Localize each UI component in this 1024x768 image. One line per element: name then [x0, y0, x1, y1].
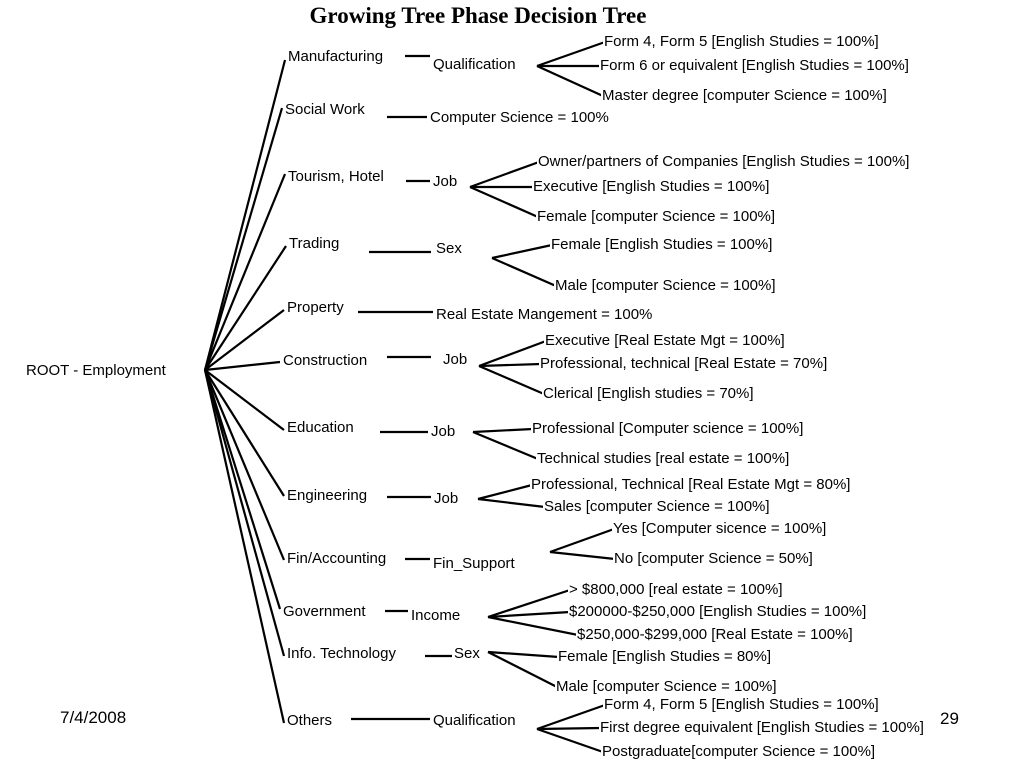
leaf-node: Executive [Real Estate Mgt = 100%] — [544, 332, 786, 349]
leaf-node: No [computer Science = 50%] — [613, 550, 814, 567]
leaf-node: > $800,000 [real estate = 100%] — [568, 581, 784, 598]
leaf-node: Technical studies [real estate = 100%] — [536, 450, 791, 467]
leaf-connector — [549, 527, 615, 554]
leaf-connector — [491, 256, 557, 288]
leaf-node: Postgraduate[computer Science = 100%] — [601, 743, 877, 760]
leaf-node: Clerical [English studies = 70%] — [542, 385, 755, 402]
root-branch-line — [203, 369, 282, 610]
attribute-node: Qualification — [432, 712, 517, 729]
leaf-connector — [487, 615, 579, 637]
leaf-node: Yes [Computer sicence = 100%] — [612, 520, 828, 537]
leaf-connector — [478, 339, 547, 368]
leaf-connector — [536, 703, 606, 731]
root-branch-line — [203, 369, 286, 657]
leaf-node: Form 6 or equivalent [English Studies = … — [599, 57, 910, 74]
leaf-connector — [478, 362, 542, 368]
leaf-node: Sales [computer Science = 100%] — [543, 498, 771, 515]
root-branch-line — [203, 173, 287, 371]
leaf-connector — [487, 650, 560, 659]
leaf-connector — [477, 497, 546, 509]
page-title: Growing Tree Phase Decision Tree — [309, 3, 647, 28]
leaf-connector — [469, 160, 540, 189]
attribute-node: Job — [442, 351, 469, 368]
root-node: ROOT - Employment — [25, 362, 167, 379]
root-branch-line — [203, 107, 284, 371]
root-branch-line — [203, 59, 287, 371]
footer-page-number: 29 — [940, 709, 959, 728]
sector-node: Property — [286, 299, 345, 316]
root-branch-line — [203, 369, 286, 724]
attribute-node: Job — [430, 423, 457, 440]
leaf-node: Professional, technical [Real Estate = 7… — [539, 355, 829, 372]
leaf-node: Owner/partners of Companies [English Stu… — [537, 153, 911, 170]
attribute-node: Computer Science = 100% — [429, 109, 610, 126]
leaf-node: Form 4, Form 5 [English Studies = 100%] — [603, 696, 880, 713]
sector-node: Tourism, Hotel — [287, 168, 385, 185]
leaf-connector — [478, 364, 545, 396]
attribute-node: Qualification — [432, 56, 517, 73]
leaf-connector — [487, 588, 571, 619]
leaf-connector — [549, 550, 616, 561]
leaf-connector — [536, 727, 604, 754]
leaf-node: Form 4, Form 5 [English Studies = 100%] — [603, 33, 880, 50]
leaf-node: $250,000-$299,000 [Real Estate = 100%] — [576, 626, 854, 643]
attribute-node: Job — [433, 490, 460, 507]
attribute-node: Sex — [435, 240, 463, 257]
leaf-node: Professional [Computer science = 100%] — [531, 420, 805, 437]
root-branch-line — [203, 369, 286, 561]
leaf-connector — [469, 185, 539, 219]
sector-node: Fin/Accounting — [286, 550, 388, 567]
leaf-connector — [487, 610, 571, 619]
leaf-connector — [536, 40, 606, 68]
root-branch-line — [204, 309, 285, 371]
sector-node: Social Work — [284, 101, 366, 118]
leaf-connector — [491, 243, 553, 260]
leaf-node: $200000-$250,000 [English Studies = 100%… — [568, 603, 868, 620]
root-branch-line — [204, 369, 285, 431]
sector-node: Education — [286, 419, 355, 436]
leaf-node: Female [computer Science = 100%] — [536, 208, 777, 225]
sector-node: Engineering — [286, 487, 369, 504]
leaf-node: Executive [English Studies = 100%] — [532, 178, 771, 195]
attribute-node: Sex — [453, 645, 481, 662]
root-branch-line — [204, 245, 287, 371]
attribute-node: Real Estate Mangement = 100% — [435, 306, 654, 323]
leaf-node: Professional, Technical [Real Estate Mgt… — [530, 476, 852, 493]
attribute-node: Income — [410, 607, 462, 624]
sector-node: Others — [286, 712, 334, 729]
leaf-connector — [472, 427, 534, 434]
leaf-connector — [477, 483, 533, 501]
leaf-node: Male [computer Science = 100%] — [555, 678, 778, 695]
leaf-node: Female [English Studies = 100%] — [550, 236, 774, 253]
leaf-connector — [536, 726, 602, 731]
footer-date: 7/4/2008 — [60, 708, 127, 727]
leaf-node: Master degree [computer Science = 100%] — [601, 87, 888, 104]
leaf-connector — [472, 430, 539, 461]
root-branch-line — [204, 369, 285, 497]
sector-node: Government — [282, 603, 367, 620]
leaf-node: First degree equivalent [English Studies… — [599, 719, 925, 736]
leaf-node: Female [English Studies = 80%] — [557, 648, 773, 665]
root-branch-line — [204, 360, 281, 372]
sector-node: Info. Technology — [286, 645, 397, 662]
attribute-node: Job — [432, 173, 459, 190]
leaf-connector — [487, 651, 558, 688]
leaf-node: Male [computer Science = 100%] — [554, 277, 777, 294]
attribute-node: Fin_Support — [432, 555, 516, 572]
leaf-connector — [536, 64, 604, 98]
sector-node: Trading — [288, 235, 341, 252]
sector-node: Construction — [282, 352, 369, 369]
sector-node: Manufacturing — [287, 48, 385, 65]
